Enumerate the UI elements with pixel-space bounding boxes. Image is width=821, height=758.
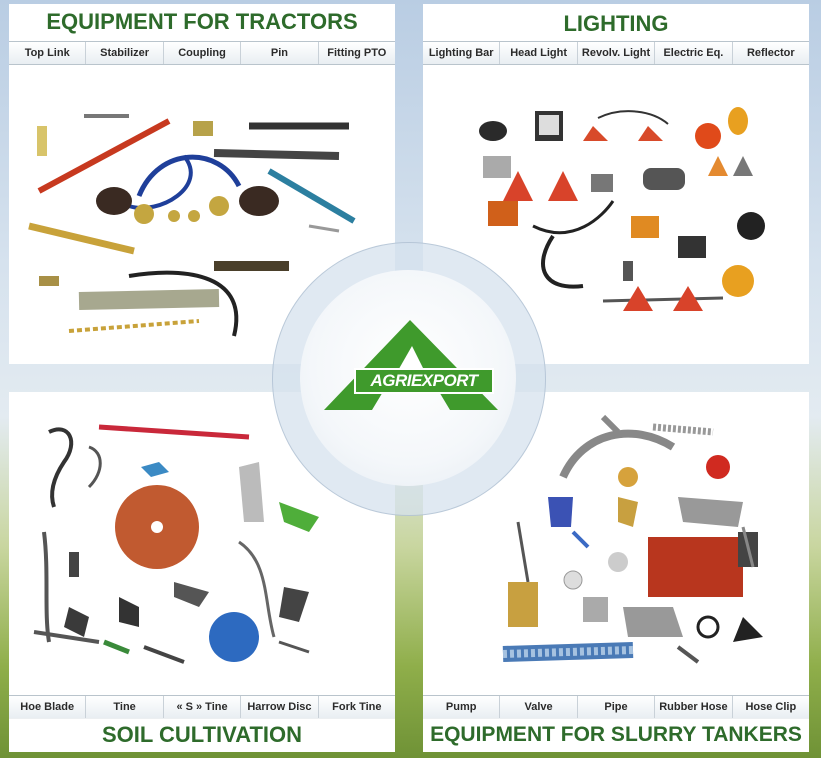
- tab-hoe-blade[interactable]: Hoe Blade: [9, 696, 87, 718]
- tab-reflector[interactable]: Reflector: [746, 47, 795, 59]
- tab-electric-eq[interactable]: Electric Eq.: [655, 42, 733, 64]
- slurry-tabs: Pump Valve Pipe Rubber Hose Hose Clip: [423, 695, 809, 719]
- soil-parts-image[interactable]: [9, 392, 395, 694]
- lighting-title: LIGHTING: [423, 4, 809, 40]
- tab-revolv-light[interactable]: Revolv. Light: [578, 42, 656, 64]
- slurry-title: EQUIPMENT FOR SLURRY TANKERS: [423, 718, 809, 752]
- tab-head-light[interactable]: Head Light: [500, 42, 578, 64]
- tab-pipe[interactable]: Pipe: [578, 696, 656, 718]
- tab-stabilizer[interactable]: Stabilizer: [86, 42, 164, 64]
- tractors-tabs: Top Link Stabilizer Coupling Pin Fitting…: [9, 41, 395, 65]
- agriexport-logo[interactable]: AGRIEXPORT: [320, 318, 502, 414]
- tab-fitting-pto[interactable]: Fitting PTO: [327, 47, 387, 59]
- lighting-panel: LIGHTING Lighting Bar Head Light Revolv.…: [423, 4, 809, 364]
- tab-top-link[interactable]: Top Link: [9, 42, 87, 64]
- tab-tine[interactable]: Tine: [86, 696, 164, 718]
- tab-coupling[interactable]: Coupling: [164, 42, 242, 64]
- soil-title: SOIL CULTIVATION: [9, 718, 395, 752]
- tab-valve[interactable]: Valve: [500, 696, 578, 718]
- tractor-parts-image[interactable]: [9, 66, 395, 364]
- tab-pump[interactable]: Pump: [423, 696, 501, 718]
- logo-text: AGRIEXPORT: [370, 371, 478, 390]
- lighting-tabs: Lighting Bar Head Light Revolv. Light El…: [423, 41, 809, 65]
- tab-pin[interactable]: Pin: [241, 42, 319, 64]
- tab-s-tine[interactable]: « S » Tine: [164, 696, 242, 718]
- tractors-title: EQUIPMENT FOR TRACTORS: [9, 4, 395, 40]
- soil-panel: Hoe Blade Tine « S » Tine Harrow Disc Fo…: [9, 392, 395, 752]
- tab-harrow-disc[interactable]: Harrow Disc: [241, 696, 319, 718]
- tab-rubber-hose[interactable]: Rubber Hose: [655, 696, 733, 718]
- tractors-panel: EQUIPMENT FOR TRACTORS Top Link Stabiliz…: [9, 4, 395, 364]
- tab-hose-clip[interactable]: Hose Clip: [745, 701, 797, 713]
- slurry-panel: Pump Valve Pipe Rubber Hose Hose Clip EQ…: [423, 392, 809, 752]
- soil-tabs: Hoe Blade Tine « S » Tine Harrow Disc Fo…: [9, 695, 395, 719]
- logo-mark-icon: [324, 320, 498, 410]
- tab-fork-tine[interactable]: Fork Tine: [332, 701, 382, 713]
- lighting-parts-image[interactable]: [423, 66, 809, 364]
- slurry-parts-image[interactable]: [423, 392, 809, 694]
- tab-lighting-bar[interactable]: Lighting Bar: [423, 42, 501, 64]
